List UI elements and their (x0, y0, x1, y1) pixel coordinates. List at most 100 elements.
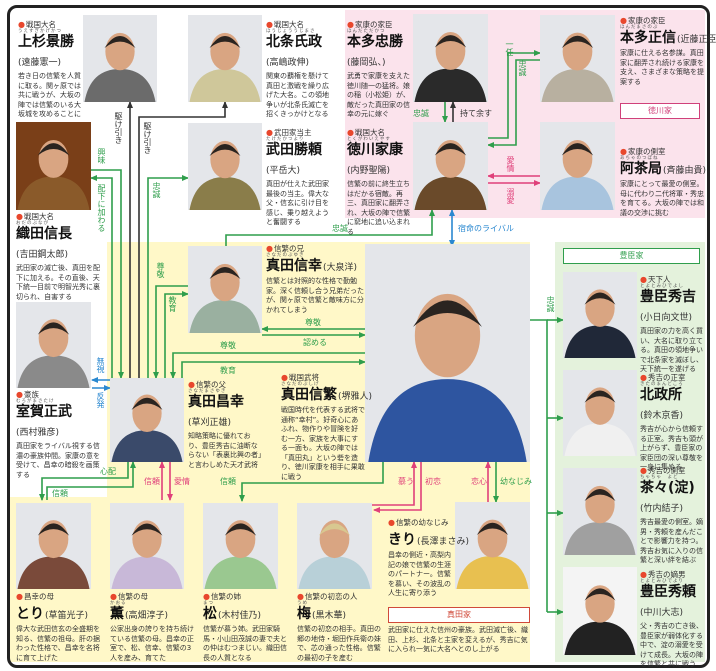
portrait-masayuki (110, 378, 184, 462)
relation-label: 忠誠 (546, 296, 555, 312)
role-label: ●信繁の姉 (203, 592, 291, 601)
relation-arrow (239, 462, 384, 502)
person-description: 関東の覇権を懸けて真田と激戦を繰り広げた大名。この領地争いが北条氏滅亡を招くきっ… (266, 72, 329, 119)
person-description: 偉大な武田信玄の全盛期を知る、信繁の祖母。肝の据わった性格で、昌幸を名将に育て上… (16, 625, 100, 662)
person-name: 本多忠勝 (347, 34, 411, 50)
role-label: ●戦国大名 (16, 212, 106, 221)
person-name: 北政所 (640, 387, 705, 403)
name-ruby: むろがまさたけ (16, 399, 55, 404)
person-name: 真田昌幸 (188, 394, 262, 410)
role-text: 信繁の母 (117, 592, 148, 601)
relation-arrow (225, 209, 435, 246)
person-name: 阿茶局(斉藤由貴) (620, 161, 706, 177)
name-ruby: うめ (297, 601, 308, 606)
name-text: 茶々(淀) (640, 480, 695, 496)
relation-arrow (46, 461, 136, 500)
person-name: 上杉景勝 (18, 34, 82, 50)
relation-line (138, 101, 228, 378)
name-text: 室賀正武 (16, 404, 72, 420)
portrait-uesugi (83, 15, 157, 102)
role-text: 戦国大名 (273, 20, 304, 29)
role-label: ●戦国大名 (347, 128, 411, 137)
name-ruby: まつ (203, 601, 214, 606)
red-dot-icon: ● (18, 20, 25, 29)
relation-label: 教育 (220, 366, 236, 375)
person-name: 徳川家康 (347, 142, 411, 158)
relation-label: 反発 (96, 392, 105, 408)
role-label: ●戦国武将 (281, 373, 365, 382)
relation-arrow (91, 169, 124, 379)
person-description: 信繁が慕う姉。武田家騎馬・小山田茂誠の妻で夫との仲はむつまじい。織田信長の人質と… (203, 625, 287, 662)
role-label: ●信繁の幼なじみ (388, 518, 452, 527)
person-name: きり(長澤まさみ) (388, 532, 469, 548)
red-dot-icon: ● (620, 16, 627, 25)
person-name: 織田信長 (16, 226, 106, 242)
portrait-nobunaga (16, 122, 91, 210)
person-text-katsuyori: ●武田家当主たけだかつより武田勝頼(平岳大)真田が仕えた武田家最後の当主。偉大な… (266, 128, 332, 228)
person-text-tori: ●昌幸の母とり(草笛光子)偉大な武田信玄の全盛期を知る、信繁の祖母。肝の据わった… (16, 592, 106, 663)
role-text: 秀吉の正室 (647, 373, 686, 382)
relation-line (91, 169, 124, 379)
name-text: 豊臣秀頼 (640, 584, 696, 600)
red-dot-icon: ● (640, 570, 647, 579)
chart-frame (7, 5, 710, 668)
name-ruby: とくがわいえやす (347, 137, 391, 142)
person-name: とり(草笛光子) (16, 606, 106, 622)
red-dot-icon: ● (640, 275, 647, 284)
role-text: 武田家当主 (273, 128, 312, 137)
portrait-hideyoshi (563, 272, 637, 358)
actor-name: (高嶋政伸) (266, 58, 310, 68)
portrait-kaoru (110, 503, 184, 589)
relation-label: 宿命のライバル (458, 224, 514, 233)
role-text: 昌幸の母 (23, 592, 54, 601)
portrait-kiri (455, 502, 530, 589)
red-dot-icon: ● (16, 212, 23, 221)
role-text: 信繁の幼なじみ (395, 518, 449, 527)
name-text: きり (388, 532, 416, 548)
relation-line (225, 209, 435, 246)
relation-label: 恋心 (471, 477, 487, 486)
red-dot-icon: ● (347, 128, 354, 137)
name-text: 豊臣秀吉 (640, 289, 696, 305)
red-dot-icon: ● (297, 592, 304, 601)
person-name: 室賀正武 (16, 404, 106, 420)
relation-arrow (138, 101, 228, 378)
relation-line (164, 291, 189, 378)
name-text: 徳川家康 (347, 142, 403, 158)
relation-line (373, 462, 422, 513)
relation-arrow (372, 461, 417, 506)
relation-label: 信頼 (220, 477, 236, 486)
role-label: ●信繁の兄 (266, 244, 364, 253)
red-dot-icon: ● (188, 380, 195, 389)
house-label-tokugawa: 徳川家 (620, 103, 700, 119)
relation-line (147, 175, 189, 378)
person-text-kaoru: ●信繁の母かおる薫(高畑淳子)公家出身の誇りを持ち続けている信繁の母。昌幸の正室… (110, 592, 198, 663)
person-text-muroga: ●豪族むろがまさたけ室賀正武(西村雅彦)真田家をライバル視する信濃の豪族仲間。家… (16, 390, 106, 480)
actor-name: (草笛光子) (45, 611, 89, 621)
name-ruby: きたのまんどころ (640, 382, 684, 387)
relation-label: 持て余す (460, 109, 492, 118)
person-description: 公家出身の誇りを持ち続けている信繁の母。昌幸の正室で、松、信幸、信繁の3人を産み… (110, 625, 194, 662)
name-ruby: さなだのぶしげ (281, 382, 320, 387)
role-text: 信繁の初恋の人 (304, 592, 358, 601)
person-text-masanobu: ●家康の家臣ほんだまさのぶ本多正信(近藤正臣)家康に仕える名参謀。真田家に翻弄さ… (620, 16, 716, 87)
relation-line (239, 462, 384, 502)
relation-label: 尊敬 (305, 318, 321, 327)
person-name: 豊臣秀吉 (640, 289, 705, 305)
relation-arrow (164, 291, 189, 378)
person-description: 真田家の力を高く買い、大名に取り立てる。真田の領地争いで北条家を滅ぼし、天下統一… (640, 327, 703, 374)
actor-name: (木村佳乃) (218, 611, 262, 621)
role-text: 秀吉の嫡男 (647, 570, 686, 579)
relation-line (488, 50, 541, 139)
relation-line (487, 59, 540, 148)
house-label-toyotomi: 豊臣家 (563, 248, 700, 264)
name-text: 松 (203, 606, 217, 622)
relation-label: 忠誠 (152, 182, 161, 198)
person-description: 知略策略に優れており、豊臣秀吉に油断ならない「表裏比興の者」と言わしめた天才武将 (188, 432, 262, 469)
relation-label: 駆け引き (143, 122, 152, 154)
person-description: 武勇で家康を支えた徳川随一の猛将。娘の稲（小松姫）が、敵だった真田家の信幸の元に… (347, 72, 410, 119)
portrait-hojo (188, 15, 262, 102)
relation-label: 尊敬 (156, 262, 165, 278)
relation-label: 配下に加わる (97, 184, 106, 232)
